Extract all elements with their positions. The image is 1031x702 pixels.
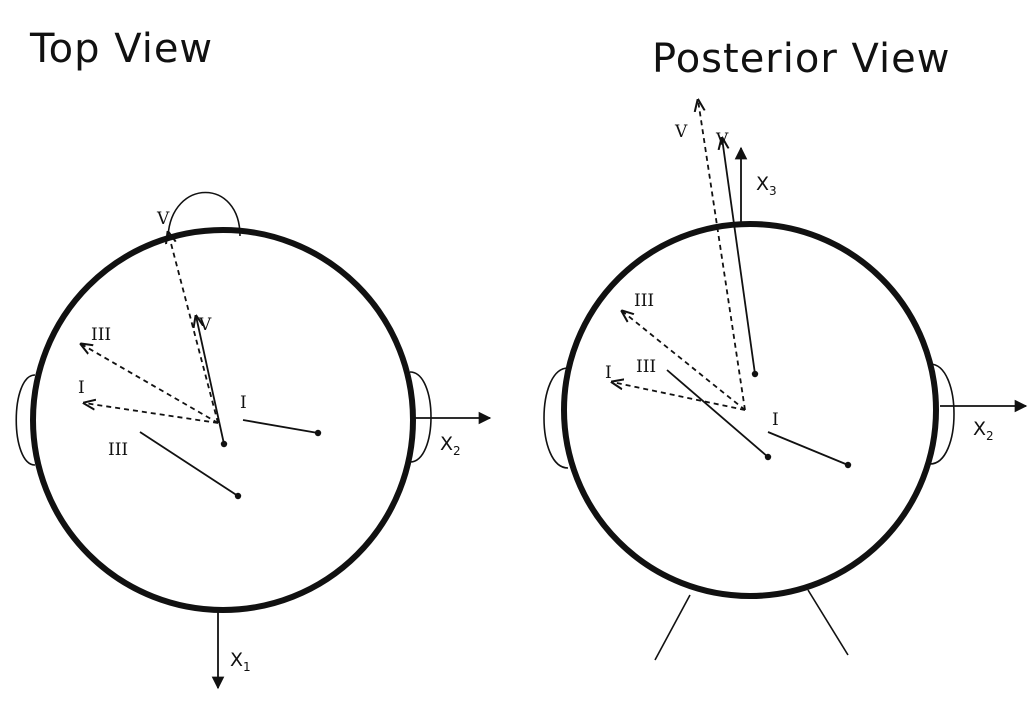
axis-x2-label: X2 [440,433,461,458]
dipole-i-dashed [612,382,746,411]
top-view-title: Top View [29,26,213,72]
dipole-i-solid [242,419,319,434]
right-ear-outline [929,363,955,465]
label-v-inner: V [715,130,729,150]
posterior-view-title: Posterior View [652,36,950,82]
neck-right-line [807,589,849,656]
dipole-iii-solid [139,431,239,497]
dipole-iii-dashed [81,344,219,424]
label-iii-solid: III [108,440,128,460]
label-v-outer: V [674,122,688,142]
dipole-iii-origin-dot [764,453,772,461]
axis-x3-label: X3 [756,173,777,198]
dipole-i-origin-dot [844,461,852,469]
top-view-head [15,191,432,613]
label-i-solid: I [240,393,247,413]
label-iii-dashed: III [91,325,111,345]
axis-x1-label: X1 [230,649,251,674]
posterior-view-dipoles [612,100,852,469]
dipole-v-outer-dashed [698,100,746,411]
dipole-v-outer-dashed [168,232,219,424]
left-ear-outline [543,367,569,469]
dipole-iii-solid [666,369,769,458]
label-v-outer: V [156,209,170,229]
dipole-v-origin-dot [751,370,759,378]
dipole-v-solid [722,138,756,375]
posterior-view-panel: Posterior View V V [543,36,1028,661]
head-circle [561,221,939,599]
top-view-labels: V V III I I III [78,209,247,460]
label-v-inner: V [198,315,212,335]
dipole-i-solid [767,431,849,466]
dipole-i-origin-dot [314,429,322,437]
top-view-panel: Top View V V III [15,26,492,690]
dipole-i-dashed [84,403,219,424]
posterior-view-labels: V V III I III I [605,122,779,430]
label-i-solid: I [772,410,779,430]
neck-left-line [654,594,691,661]
nose-outline [167,191,241,237]
label-iii-solid: III [636,357,656,377]
label-i-dashed: I [78,378,85,398]
posterior-view-head [543,221,955,661]
head-circle [30,227,416,613]
label-i-dashed: I [605,363,612,383]
dipole-v-solid [196,316,225,445]
top-view-axes: X1 X2 [211,411,492,690]
posterior-view-axes: X3 X2 [734,146,1028,443]
left-ear-outline [15,374,36,466]
dipole-iii-origin-dot [234,492,242,500]
axis-x2-label: X2 [973,418,994,443]
right-ear-outline [409,371,432,463]
top-view-dipoles [81,232,322,500]
dipole-v-origin-dot [220,440,228,448]
label-iii-dashed: III [634,291,654,311]
